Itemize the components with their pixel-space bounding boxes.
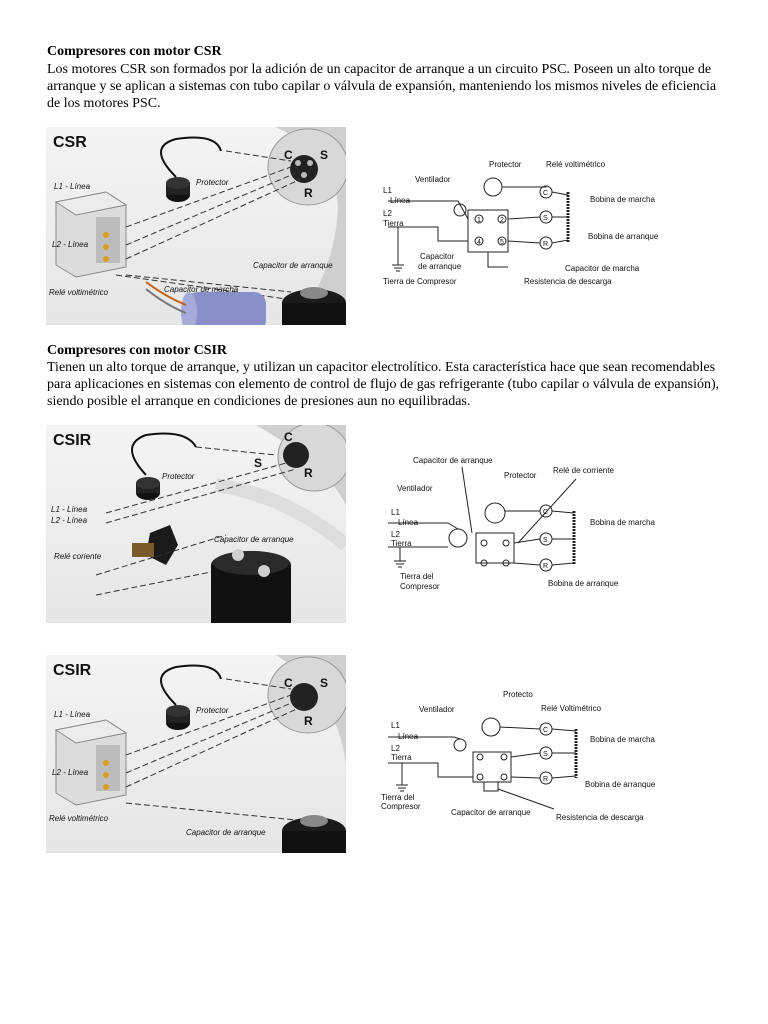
- csir2-sch-linea: Línea: [398, 732, 419, 741]
- csir2-sch-ground-1: Tierra del: [381, 793, 415, 802]
- csir1-sch-s: S: [543, 537, 548, 544]
- csir2-terminal-s: S: [320, 676, 328, 690]
- csr-sch-k4: 4: [477, 239, 481, 246]
- csir2-sch-l2: L2: [391, 744, 400, 753]
- csr-sch-k5: 5: [500, 239, 504, 246]
- csir2-terminal-c: C: [284, 676, 293, 690]
- csir2-start-cap-label: Capacitor de arranque: [186, 828, 266, 837]
- csir2-sch-s: S: [543, 751, 548, 758]
- csir2-relay-label: Relé voltimétrico: [49, 814, 109, 823]
- csr-sch-l1: L1: [383, 186, 392, 195]
- csr-schematic: Protector Relé voltimétrico Ventilador L…: [378, 155, 678, 290]
- csir1-sch-start-cap: Capacitor de arranque: [413, 456, 493, 465]
- csr-photo-title: CSR: [53, 134, 87, 151]
- csir1-sch-c: C: [543, 509, 548, 516]
- csir2-sch-run-coil: Bobina de marcha: [590, 735, 655, 744]
- csir2-sch-c: C: [543, 727, 548, 734]
- csir1-sch-ground-2: Compresor: [400, 582, 440, 591]
- csr-terminal-c: C: [284, 148, 293, 162]
- csr-sch-l2: L2: [383, 209, 392, 218]
- csr-relay-label: Relé voltimétrico: [49, 288, 109, 297]
- csir1-terminal-r: R: [304, 466, 313, 480]
- csr-sch-fan: Ventilador: [415, 175, 451, 184]
- csir1-photo-title: CSIR: [53, 432, 92, 449]
- csr-sch-protector: Protector: [489, 160, 522, 169]
- csr-run-cap-label: Capacitor de marcha: [164, 285, 239, 294]
- csr-protector-label: Protector: [196, 178, 229, 187]
- csr-sch-r: R: [543, 241, 548, 248]
- csir1-sch-tierra: Tierra: [391, 539, 412, 548]
- csr-terminal-r: R: [304, 186, 313, 200]
- csir1-sch-fan: Ventilador: [397, 484, 433, 493]
- csir2-protector-label: Protector: [196, 706, 229, 715]
- csir-schematic-2: Protecto Relé Voltimétrico Ventilador L1…: [378, 685, 678, 825]
- csir1-terminal-c: C: [284, 430, 293, 444]
- csir2-l1-label: L1 - Línea: [54, 710, 91, 719]
- csr-sch-ground: Tierra de Compresor: [383, 277, 457, 286]
- csir1-sch-run-coil: Bobina de marcha: [590, 518, 655, 527]
- csir1-l2-label: L2 - Línea: [51, 516, 88, 525]
- csir-schematic-1: Capacitor de arranque Protector Relé de …: [378, 453, 678, 593]
- csir2-l2-label: L2 - Línea: [52, 768, 89, 777]
- csr-sch-linea: Línea: [390, 196, 411, 205]
- csir2-terminal-r: R: [304, 714, 313, 728]
- csir1-sch-linea: Línea: [398, 518, 419, 527]
- csir2-sch-r: R: [543, 776, 548, 783]
- csr-heading: Compresores con motor CSR: [47, 44, 222, 59]
- csir1-l1-label: L1 - Línea: [51, 505, 88, 514]
- csr-start-cap-label: Capacitor de arranque: [253, 261, 333, 270]
- csr-sch-start-cap-2: de arranque: [418, 262, 462, 271]
- csir1-sch-l2: L2: [391, 530, 400, 539]
- csr-sch-relay: Relé voltimétrico: [546, 160, 606, 169]
- csr-sch-tierra: Tierra: [383, 219, 404, 228]
- csir-wiring-photo-1: CSIR C S R Protector L1 - Línea L2 - Lín…: [46, 425, 346, 623]
- csir1-sch-ground-1: Tierra del: [400, 572, 434, 581]
- csir1-start-cap-label: Capacitor de arranque: [214, 535, 294, 544]
- csr-sch-c: C: [543, 190, 548, 197]
- csir1-sch-relay: Relé de corriente: [553, 466, 614, 475]
- csr-sch-k1: 1: [477, 217, 481, 224]
- csr-sch-start-coil: Bobina de arranque: [588, 232, 659, 241]
- csr-sch-s: S: [543, 215, 548, 222]
- csir2-sch-resistor: Resistencia de descarga: [556, 813, 644, 822]
- csir1-sch-l1: L1: [391, 508, 400, 517]
- csir1-sch-start-coil: Bobina de arranque: [548, 579, 619, 588]
- csir1-relay-label: Relé coriente: [54, 552, 102, 561]
- csr-sch-run-coil: Bobina de marcha: [590, 195, 655, 204]
- csir2-sch-start-cap: Capacitor de arranque: [451, 808, 531, 817]
- csr-sch-start-cap-1: Capacitor: [420, 252, 455, 261]
- csir1-terminal-s: S: [254, 456, 262, 470]
- csr-l1-label: L1 - Línea: [54, 182, 91, 191]
- csir-paragraph: Tienen un alto torque de arranque, y uti…: [47, 360, 720, 409]
- csir-wiring-photo-2: CSIR C S R Protector L1 - Línea L2 - Lín…: [46, 655, 346, 853]
- csr-sch-resistor: Resistencia de descarga: [524, 277, 612, 286]
- csr-wiring-photo: CSR C S R Protector L1 - Línea L2 - Líne…: [46, 127, 346, 325]
- csr-l2-label: L2 - Línea: [52, 240, 89, 249]
- csir2-sch-relay: Relé Voltimétrico: [541, 704, 602, 713]
- csir2-sch-start-coil: Bobina de arranque: [585, 780, 656, 789]
- csir-heading: Compresores con motor CSIR: [47, 343, 228, 358]
- csir1-sch-protector: Protector: [504, 471, 537, 480]
- csr-paragraph: Los motores CSR son formados por la adic…: [47, 62, 717, 111]
- csr-sch-run-cap: Capacitor de marcha: [565, 264, 640, 273]
- csir2-sch-l1: L1: [391, 721, 400, 730]
- csr-sch-k2: 2: [500, 217, 504, 224]
- csr-terminal-s: S: [320, 148, 328, 162]
- csir2-sch-tierra: Tierra: [391, 753, 412, 762]
- csir2-sch-ground-2: Compresor: [381, 802, 421, 811]
- csir2-sch-fan: Ventilador: [419, 705, 455, 714]
- csir1-sch-r: R: [543, 563, 548, 570]
- csir2-photo-title: CSIR: [53, 662, 92, 679]
- csir2-sch-protector: Protecto: [503, 690, 533, 699]
- csir1-protector-label: Protector: [162, 472, 195, 481]
